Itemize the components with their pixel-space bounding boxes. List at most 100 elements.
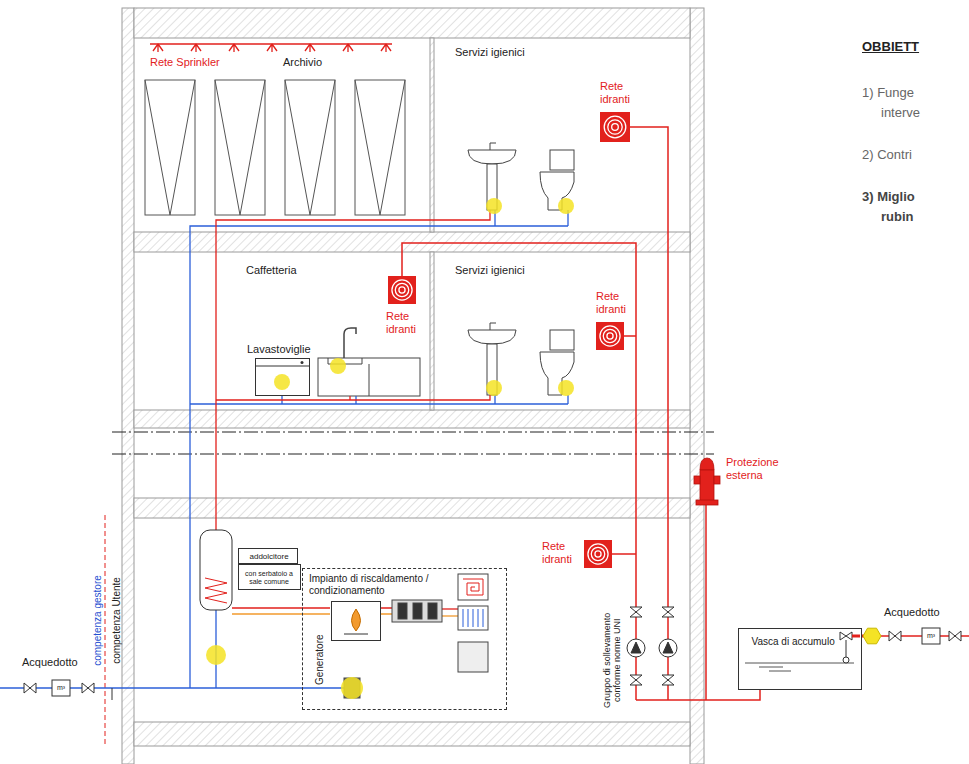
sanitary-fixture <box>468 330 516 344</box>
plant-equipment <box>458 642 488 672</box>
hydrant-icon <box>596 322 624 350</box>
boiler-symbol <box>200 530 232 610</box>
dishwasher: Lavastoviglie <box>255 358 310 396</box>
hydrant-icon <box>595 551 601 557</box>
fire-water-pipe <box>624 335 636 337</box>
dishwasher-detail <box>256 366 309 367</box>
sprinkler-line <box>305 44 315 52</box>
highlight-dot <box>206 198 574 699</box>
node-label: Rete idranti <box>600 80 644 105</box>
archive-shelf <box>285 80 335 215</box>
fire-water-pipe <box>402 127 760 700</box>
highlight-dot <box>206 645 226 665</box>
boundary-line <box>105 515 106 746</box>
break-line <box>112 432 714 433</box>
hydrant-icon <box>612 124 619 131</box>
node-label: Generatore <box>313 634 325 685</box>
highlight-dot <box>330 358 346 374</box>
plant-equipment <box>463 609 483 627</box>
pump-symbol <box>631 642 641 653</box>
cold-water-pipe <box>190 403 568 404</box>
hot-water-pipe <box>216 210 490 609</box>
highlight-dot <box>558 380 574 396</box>
water-meter <box>922 628 940 644</box>
hydrant-icon <box>591 547 604 560</box>
sanitary-fixture <box>550 330 574 350</box>
flame-icon <box>352 609 361 631</box>
room-area: CaffetteriaRete idrantiLavastoviglie <box>134 252 430 410</box>
hydrant-icon <box>588 544 608 564</box>
archive-shelf <box>145 80 195 215</box>
building-structure <box>430 38 434 232</box>
hydrant-icon <box>399 287 405 293</box>
building-structure <box>122 8 134 764</box>
objective-text: interve <box>881 106 920 121</box>
archive-shelf <box>355 80 405 215</box>
return-pipe <box>232 613 392 614</box>
water-level <box>745 663 854 664</box>
boundary-label: competenza Utente <box>110 577 121 664</box>
plant-equipment <box>392 600 442 622</box>
plant-equipment <box>428 603 437 619</box>
boundary-label: competenza gestore <box>91 575 102 666</box>
node-graphic <box>388 276 416 304</box>
water-meter <box>82 683 94 693</box>
hydrant-icon <box>395 283 408 296</box>
hydrant-icon <box>603 329 616 342</box>
sprinkler-line <box>191 44 201 52</box>
highlight-dot <box>558 198 574 214</box>
archive-shelf <box>145 80 405 215</box>
water-meter <box>889 631 901 641</box>
pump-symbol <box>627 607 677 685</box>
archive-shelf <box>285 80 335 215</box>
water-meter <box>863 628 961 644</box>
archive-shelf <box>215 80 265 215</box>
sanitary-fixture <box>318 358 420 396</box>
dishwasher-detail <box>301 361 304 364</box>
sanitary-fixture <box>318 143 574 396</box>
fire-water-pipe <box>612 553 636 555</box>
hydrant-icon <box>607 333 613 339</box>
cold-water-pipe <box>495 210 568 226</box>
boiler-symbol <box>200 530 232 610</box>
section-heading: OBBIETT <box>862 40 919 55</box>
plant-equipment <box>463 579 483 595</box>
node-label: Rete idranti <box>386 310 430 335</box>
brine-tank-box: con serbatoio a sale comune <box>238 564 301 590</box>
sprinkler-line <box>153 44 163 52</box>
plant-group: Impianto di riscaldamento / condizioname… <box>302 568 507 710</box>
supply-label: Acquedotto <box>22 656 78 669</box>
building-structure <box>134 498 690 518</box>
archive-shelf <box>145 80 195 215</box>
hydrant-symbol <box>700 458 714 470</box>
building-structure <box>134 410 690 428</box>
hydrant-box: Rete idranti <box>600 112 630 142</box>
node-label: Caffetteria <box>246 264 297 277</box>
plant-equipment <box>398 603 407 619</box>
hot-water-pipe <box>442 608 458 609</box>
meter-unit: m³ <box>927 632 935 640</box>
node-graphic <box>600 112 630 142</box>
node-label: Lavastoviglie <box>247 343 311 356</box>
node-label: addolcitore <box>250 552 289 561</box>
building-structure <box>430 252 434 410</box>
water-meter <box>24 683 36 693</box>
building-structure <box>134 8 690 38</box>
objective-text: rubin <box>881 210 914 225</box>
room-area: Servizi igieniciRete idranti <box>434 252 690 410</box>
float-valve <box>843 657 849 663</box>
room-area: Servizi igieniciRete idranti <box>434 38 690 232</box>
hydrant-label: Protezione esterna <box>726 456 796 481</box>
break-line <box>112 432 714 454</box>
building-structure <box>122 8 704 764</box>
highlight-dot <box>274 374 290 390</box>
cold-water-pipe <box>190 226 568 688</box>
sanitary-fixture <box>490 323 496 330</box>
node-graphic <box>256 359 309 395</box>
hot-water-pipe <box>216 210 490 530</box>
node-label: Rete idranti <box>596 290 640 315</box>
fire-water-pipe <box>630 127 668 700</box>
boundary-line <box>105 515 106 746</box>
hydrant-symbol <box>694 458 720 505</box>
